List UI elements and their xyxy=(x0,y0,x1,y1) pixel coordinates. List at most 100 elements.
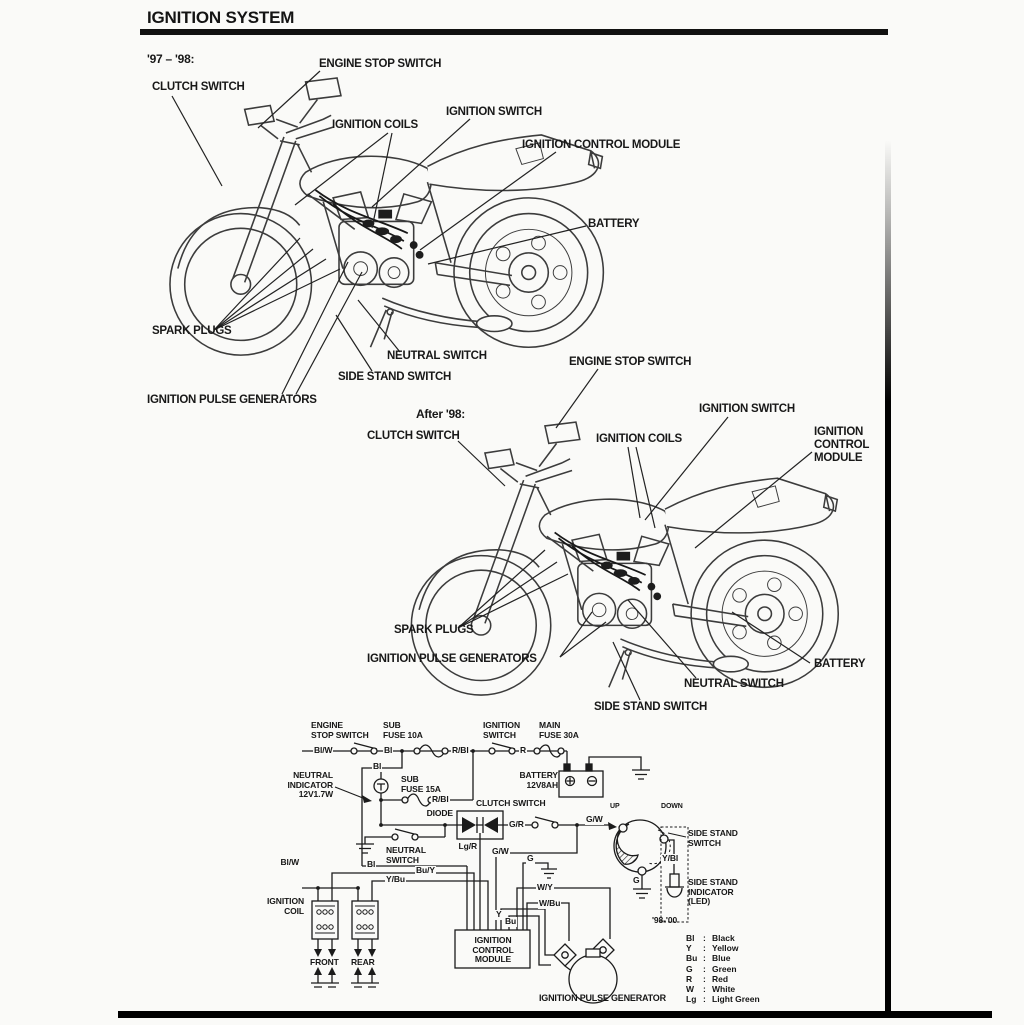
wire-label-rbl-2: R/Bl xyxy=(431,794,450,805)
legend-abbr: Bl xyxy=(686,933,695,943)
legend-row: W: White xyxy=(686,984,760,994)
legend-row: Bu: Blue xyxy=(686,953,760,963)
schem-label-clutch-switch: CLUTCH SWITCH xyxy=(476,798,546,808)
fig1-label-spark-plugs: SPARK PLUGS xyxy=(152,325,232,337)
fig2-label-ignition-switch: IGNITION SWITCH xyxy=(699,403,795,415)
fig2-label-battery: BATTERY xyxy=(814,658,866,670)
fig1-label-ignition-control-module: IGNITION CONTROL MODULE xyxy=(522,139,681,151)
fig1-label-battery: BATTERY xyxy=(588,218,640,230)
legend-abbr: G xyxy=(686,963,693,974)
wire-label-g-2: G xyxy=(632,875,641,886)
fig1-label-neutral-switch: NEUTRAL SWITCH xyxy=(387,350,487,362)
fig2-label-engine-stop-switch: ENGINE STOP SWITCH xyxy=(569,356,692,368)
legend-abbr: R xyxy=(686,973,693,984)
fig1-label-engine-stop-switch: ENGINE STOP SWITCH xyxy=(319,58,442,70)
wire-label-buy: Bu/Y xyxy=(415,865,436,876)
legend-colon: : xyxy=(703,994,706,1005)
fig2-label-ignition-control-module: IGNITION CONTROL MODULE xyxy=(814,426,870,464)
wire-label-bu: Bu xyxy=(504,916,518,927)
schem-label-ignition-coil: IGNITION COIL xyxy=(267,896,304,916)
schem-label-years-note: '98-'00 xyxy=(652,915,678,925)
wire-label-gr: G/R xyxy=(508,819,525,830)
legend-colon: : xyxy=(703,953,706,964)
schem-label-rear: REAR xyxy=(351,957,375,967)
fig2-label-ignition-pulse-generators: IGNITION PULSE GENERATORS xyxy=(367,653,537,665)
legend-abbr: Lg xyxy=(686,994,697,1005)
schem-label-battery: BATTERY 12V8AH xyxy=(519,770,559,790)
schem-label-neutral-indicator: NEUTRAL INDICATOR 12V1.7W xyxy=(287,770,333,799)
fig2-label-side-stand-switch: SIDE STAND SWITCH xyxy=(594,701,708,713)
wire-label-ybl: Y/Bl xyxy=(661,853,680,864)
fig1-label-clutch-switch: CLUTCH SWITCH xyxy=(152,81,245,93)
wire-label-wy: W/Y xyxy=(536,882,554,893)
schem-label-sub-fuse-15a: SUB FUSE 15A xyxy=(401,774,441,794)
legend-row: Lg: Light Green xyxy=(686,994,760,1004)
legend-name: Blue xyxy=(712,953,731,964)
legend-colon: : xyxy=(703,963,706,974)
legend-row: Bl: Black xyxy=(686,933,760,943)
wire-label-rbl-1: R/Bl xyxy=(451,745,470,756)
wire-label-bl-2: Bl xyxy=(372,761,383,772)
legend-abbr: Y xyxy=(686,943,692,954)
schem-label-side-stand-switch: SIDE STAND SWITCH xyxy=(688,828,738,848)
fig1-label-ignition-pulse-generators: IGNITION PULSE GENERATORS xyxy=(147,394,317,406)
wire-label-blw-2: Bl/W xyxy=(279,857,300,868)
schem-label-front: FRONT xyxy=(310,957,339,967)
wire-label-blw-1: Bl/W xyxy=(313,745,334,756)
legend-name: Yellow xyxy=(712,943,739,954)
wire-color-legend: Bl:Black Y:Yellow Bu:Blue G:Green R:Red … xyxy=(686,933,760,1004)
wire-label-r: R xyxy=(519,745,528,756)
legend-abbr: W xyxy=(686,984,695,995)
schem-label-engine-stop-switch: ENGINE STOP SWITCH xyxy=(311,720,369,740)
fig1-caption: '97 – '98: xyxy=(147,52,195,66)
wire-label-bl-1: Bl xyxy=(383,745,394,756)
fig2-caption: After '98: xyxy=(416,407,466,421)
wire-label-bl-3: Bl xyxy=(366,859,377,870)
legend-row: Y: Yellow xyxy=(686,943,760,953)
legend-name: Black xyxy=(712,933,735,943)
fig2-label-spark-plugs: SPARK PLUGS xyxy=(394,624,474,636)
legend-colon: : xyxy=(703,933,706,943)
legend-row: R: Red xyxy=(686,974,760,984)
legend-name: Light Green xyxy=(712,994,760,1005)
legend-colon: : xyxy=(703,984,706,995)
legend-abbr: Bu xyxy=(686,953,698,964)
schem-label-down: DOWN xyxy=(661,803,683,810)
page-title: IGNITION SYSTEM xyxy=(147,8,295,27)
fig2-label-neutral-switch: NEUTRAL SWITCH xyxy=(684,678,784,690)
wire-label-gw-1: G/W xyxy=(585,814,604,825)
fig1-label-ignition-coils: IGNITION COILS xyxy=(332,119,418,131)
wire-label-wbu: W/Bu xyxy=(538,898,562,909)
schem-label-sub-fuse-10a: SUB FUSE 10A xyxy=(383,720,423,740)
schem-label-main-fuse-30a: MAIN FUSE 30A xyxy=(539,720,579,740)
schem-label-ignition-switch: IGNITION SWITCH xyxy=(483,720,520,740)
wire-label-ybu: Y/Bu xyxy=(385,874,406,885)
legend-colon: : xyxy=(703,973,706,984)
schem-label-up: UP xyxy=(610,803,620,810)
page-edge-bar-bottom xyxy=(118,1011,992,1018)
wiring-schematic: ENGINE STOP SWITCH SUB FUSE 10A IGNITION… xyxy=(255,713,895,1025)
wire-label-g-1: G xyxy=(526,853,535,864)
fig1-label-side-stand-switch: SIDE STAND SWITCH xyxy=(338,371,452,383)
legend-name: Red xyxy=(712,973,729,984)
wire-label-gw-2: G/W xyxy=(491,846,510,857)
schem-label-diode: DIODE xyxy=(426,808,454,818)
header-rule xyxy=(140,29,888,35)
legend-name: Green xyxy=(712,963,737,974)
legend-colon: : xyxy=(703,943,706,954)
wiring-schematic-lines xyxy=(302,742,689,1004)
fig2-label-ignition-coils: IGNITION COILS xyxy=(596,433,682,445)
schem-label-ignition-control-module: IGNITION CONTROL MODULE xyxy=(472,935,514,964)
wire-label-y: Y xyxy=(495,909,503,920)
fig1-leader-lines xyxy=(171,70,587,395)
schem-label-ignition-pulse-generator: IGNITION PULSE GENERATOR xyxy=(539,993,666,1003)
legend-name: White xyxy=(712,984,736,995)
schem-label-neutral-switch: NEUTRAL SWITCH xyxy=(386,845,426,865)
fig2-label-clutch-switch: CLUTCH SWITCH xyxy=(367,430,460,442)
fig2-leader-lines xyxy=(457,368,813,701)
legend-row: G: Green xyxy=(686,964,760,974)
wire-label-lgr: Lg/R xyxy=(457,841,478,852)
schem-label-side-stand-indicator: SIDE STAND INDICATOR (LED) xyxy=(688,877,738,906)
fig1-label-ignition-switch: IGNITION SWITCH xyxy=(446,106,542,118)
